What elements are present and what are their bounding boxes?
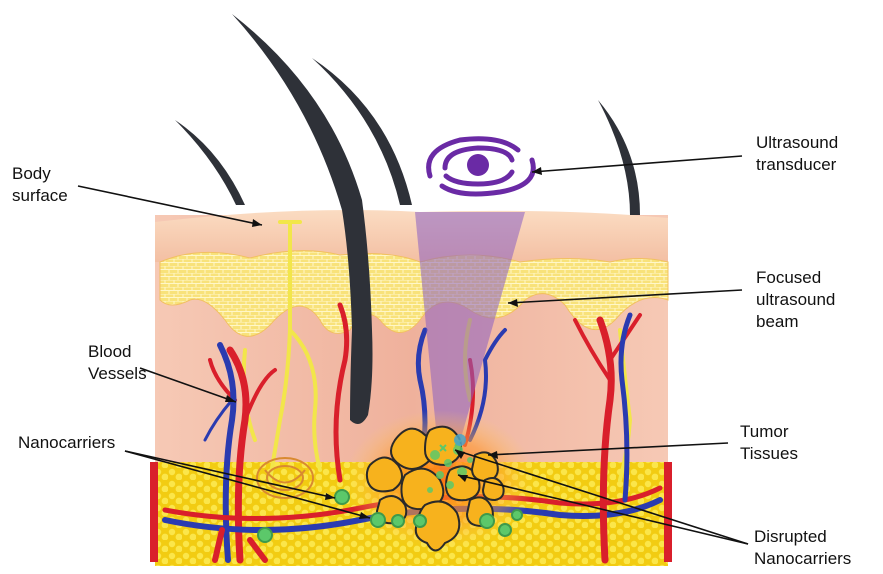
label-line: Body [12,163,68,185]
ultrasound-transducer-icon [429,139,534,194]
label-line: Ultrasound [756,132,838,154]
label-blood-vessels: Blood Vessels [88,341,147,385]
label-ultrasound-transducer: Ultrasound transducer [756,132,838,176]
label-disrupted-nanocarriers: Disrupted Nanocarriers [754,526,851,570]
label-body-surface: Body surface [12,163,68,207]
label-line: Blood [88,341,147,363]
label-line: beam [756,311,835,333]
label-line: Tumor [740,421,798,443]
label-focused-ultrasound-beam: Focused ultrasound beam [756,267,835,333]
label-line: Focused [756,267,835,289]
label-tumor-tissues: Tumor Tissues [740,421,798,465]
label-line: transducer [756,154,838,176]
label-line: Nanocarriers [754,548,851,570]
label-line: Tissues [740,443,798,465]
label-line: Disrupted [754,526,851,548]
label-nanocarriers: Nanocarriers [18,432,115,454]
label-line: surface [12,185,68,207]
label-line: ultrasound [756,289,835,311]
epidermis-cell-layer [160,251,668,337]
label-line: Nanocarriers [18,432,115,454]
label-line: Vessels [88,363,147,385]
